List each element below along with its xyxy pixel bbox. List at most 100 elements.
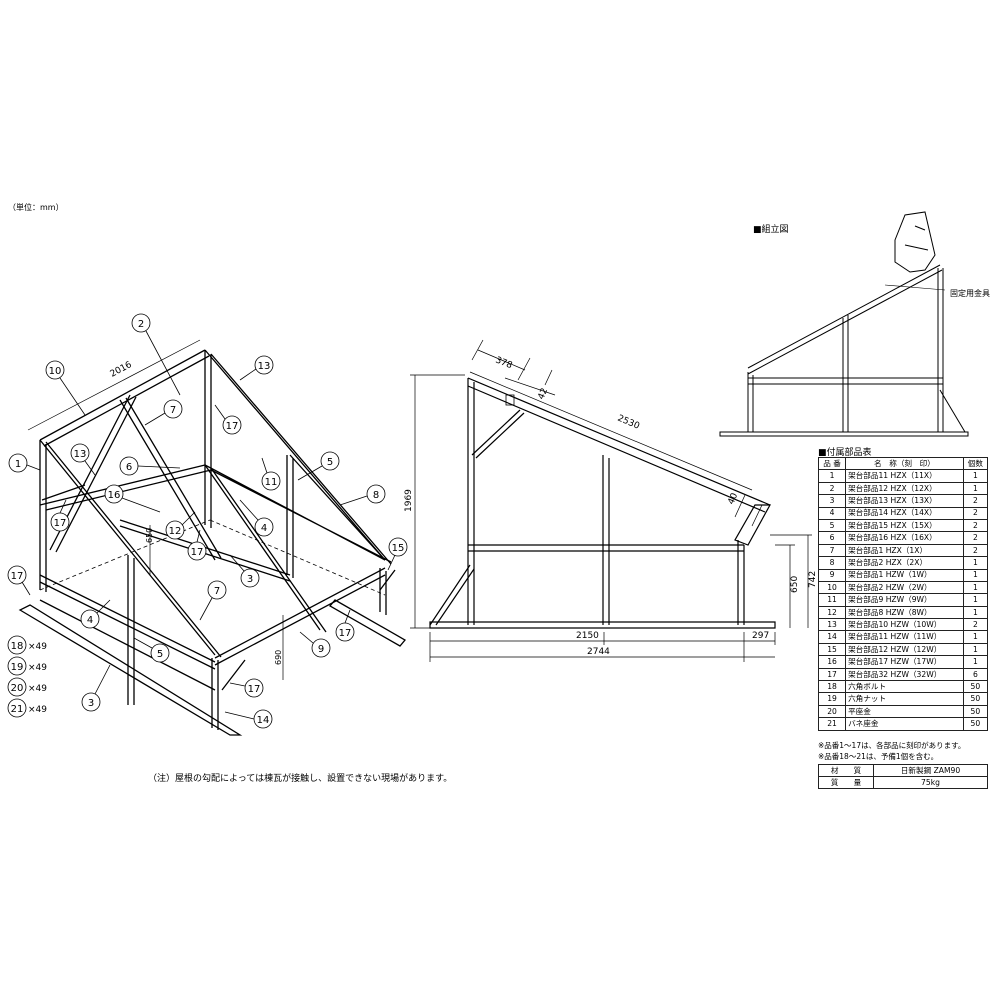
assembly-view (719, 211, 969, 437)
parts-cell-no: 1 (817, 469, 847, 483)
side-dim-2530: 2530 (616, 414, 641, 432)
isometric-view (18, 339, 406, 736)
callout-17b: 17 (54, 518, 67, 529)
parts-cell-no: 13 (817, 618, 847, 632)
callout-13: 13 (258, 361, 271, 372)
callout-3: 3 (247, 574, 253, 585)
mass-value: 75kg (873, 776, 988, 789)
parts-cell-name: 架台部品11 HZX（11X） (845, 469, 964, 483)
material-value: 日新製鋼 ZAM90 (873, 764, 988, 777)
parts-cell-name: 架台部品9 HZW（9W） (845, 593, 964, 607)
parts-cell-no: 7 (817, 543, 847, 558)
side-dim-297: 297 (752, 631, 769, 641)
callout-6: 6 (126, 462, 132, 473)
side-dim-378: 378 (494, 356, 514, 372)
callout-14: 14 (257, 715, 270, 726)
parts-cell-qty: 50 (962, 692, 989, 706)
iso-dim-650: 650 (145, 528, 154, 543)
parts-cell-qty: 50 (962, 717, 989, 731)
note-1: ※品番1～17は、各部品に刻印があります。 (818, 741, 966, 750)
parts-cell-name: バネ座金 (845, 717, 964, 731)
parts-cell-no: 11 (817, 593, 847, 607)
parts-cell-no: 3 (817, 494, 847, 508)
parts-cell-qty: 2 (962, 543, 989, 558)
parts-cell-name: 架台部品13 HZX（13X） (845, 494, 964, 508)
side-dim-42: 42 (537, 387, 551, 401)
callout-17c: 17 (191, 547, 204, 558)
iso-callouts (7, 313, 408, 729)
iso-dim-690: 690 (274, 650, 283, 665)
parts-cell-name: 六角ボルト (845, 680, 964, 694)
hw-18: 18 (11, 641, 24, 652)
parts-cell-name: 架台部品32 HZW（32W） (845, 667, 964, 682)
parts-cell-name: 架台部品2 HZX（2X） (845, 556, 964, 570)
hw-qty-20: ×49 (28, 684, 47, 694)
side-dim-742: 742 (808, 571, 818, 588)
assembly-title: ■組立図 (753, 225, 789, 235)
parts-cell-no: 17 (817, 667, 847, 682)
header-name: 名 称（刻 印） (845, 456, 964, 471)
side-dim-2150: 2150 (576, 631, 599, 641)
parts-title: ■付属部品表 (818, 448, 872, 458)
material-label: 材 質 (818, 764, 874, 777)
parts-cell-name: 架台部品2 HZW（2W） (845, 580, 964, 595)
callout-9: 9 (318, 644, 324, 655)
callout-17d: 17 (11, 571, 24, 582)
parts-cell-qty: 2 (962, 618, 989, 632)
callout-1: 1 (15, 459, 21, 470)
parts-cell-qty: 1 (962, 630, 989, 644)
fixing-bracket-label: 固定用金具 (950, 289, 990, 298)
parts-cell-no: 10 (817, 580, 847, 595)
callout-17e: 17 (339, 628, 352, 639)
parts-cell-name: 架台部品10 HZW（10W） (845, 618, 964, 632)
parts-cell-name: 架台部品8 HZW（8W） (845, 605, 964, 620)
parts-cell-qty: 1 (962, 556, 989, 570)
parts-cell-name: 架台部品1 HZW（1W） (845, 568, 964, 582)
hw-21: 21 (11, 704, 24, 715)
hw-qty-18: ×49 (28, 642, 47, 652)
parts-cell-qty: 1 (962, 593, 989, 607)
parts-cell-no: 8 (817, 556, 847, 570)
parts-cell-qty: 2 (962, 506, 989, 520)
callout-5: 5 (327, 457, 333, 468)
side-dim-1969: 1969 (404, 489, 414, 512)
callout-17f: 17 (248, 684, 261, 695)
callout-8: 8 (373, 490, 379, 501)
parts-cell-qty: 1 (962, 568, 989, 582)
mass-label: 質 量 (818, 776, 874, 789)
parts-cell-no: 4 (817, 506, 847, 520)
callout-10: 10 (49, 366, 62, 377)
parts-cell-qty: 6 (962, 667, 989, 682)
parts-cell-qty: 2 (962, 531, 989, 545)
parts-cell-qty: 1 (962, 469, 989, 483)
parts-cell-qty: 50 (962, 680, 989, 694)
callout-15: 15 (392, 543, 405, 554)
parts-cell-no: 16 (817, 655, 847, 669)
parts-cell-qty: 50 (962, 704, 989, 719)
parts-header-row: 品 番 名 称（刻 印） 個数 (817, 456, 989, 471)
callout-12: 12 (169, 526, 182, 537)
hw-20: 20 (11, 683, 24, 694)
side-dim-2744: 2744 (587, 647, 610, 657)
parts-cell-name: 架台部品16 HZX（16X） (845, 531, 964, 545)
parts-cell-name: 架台部品14 HZX（14X） (845, 506, 964, 520)
callout-11: 11 (265, 477, 278, 488)
parts-cell-no: 15 (817, 642, 847, 657)
parts-cell-qty: 1 (962, 481, 989, 496)
